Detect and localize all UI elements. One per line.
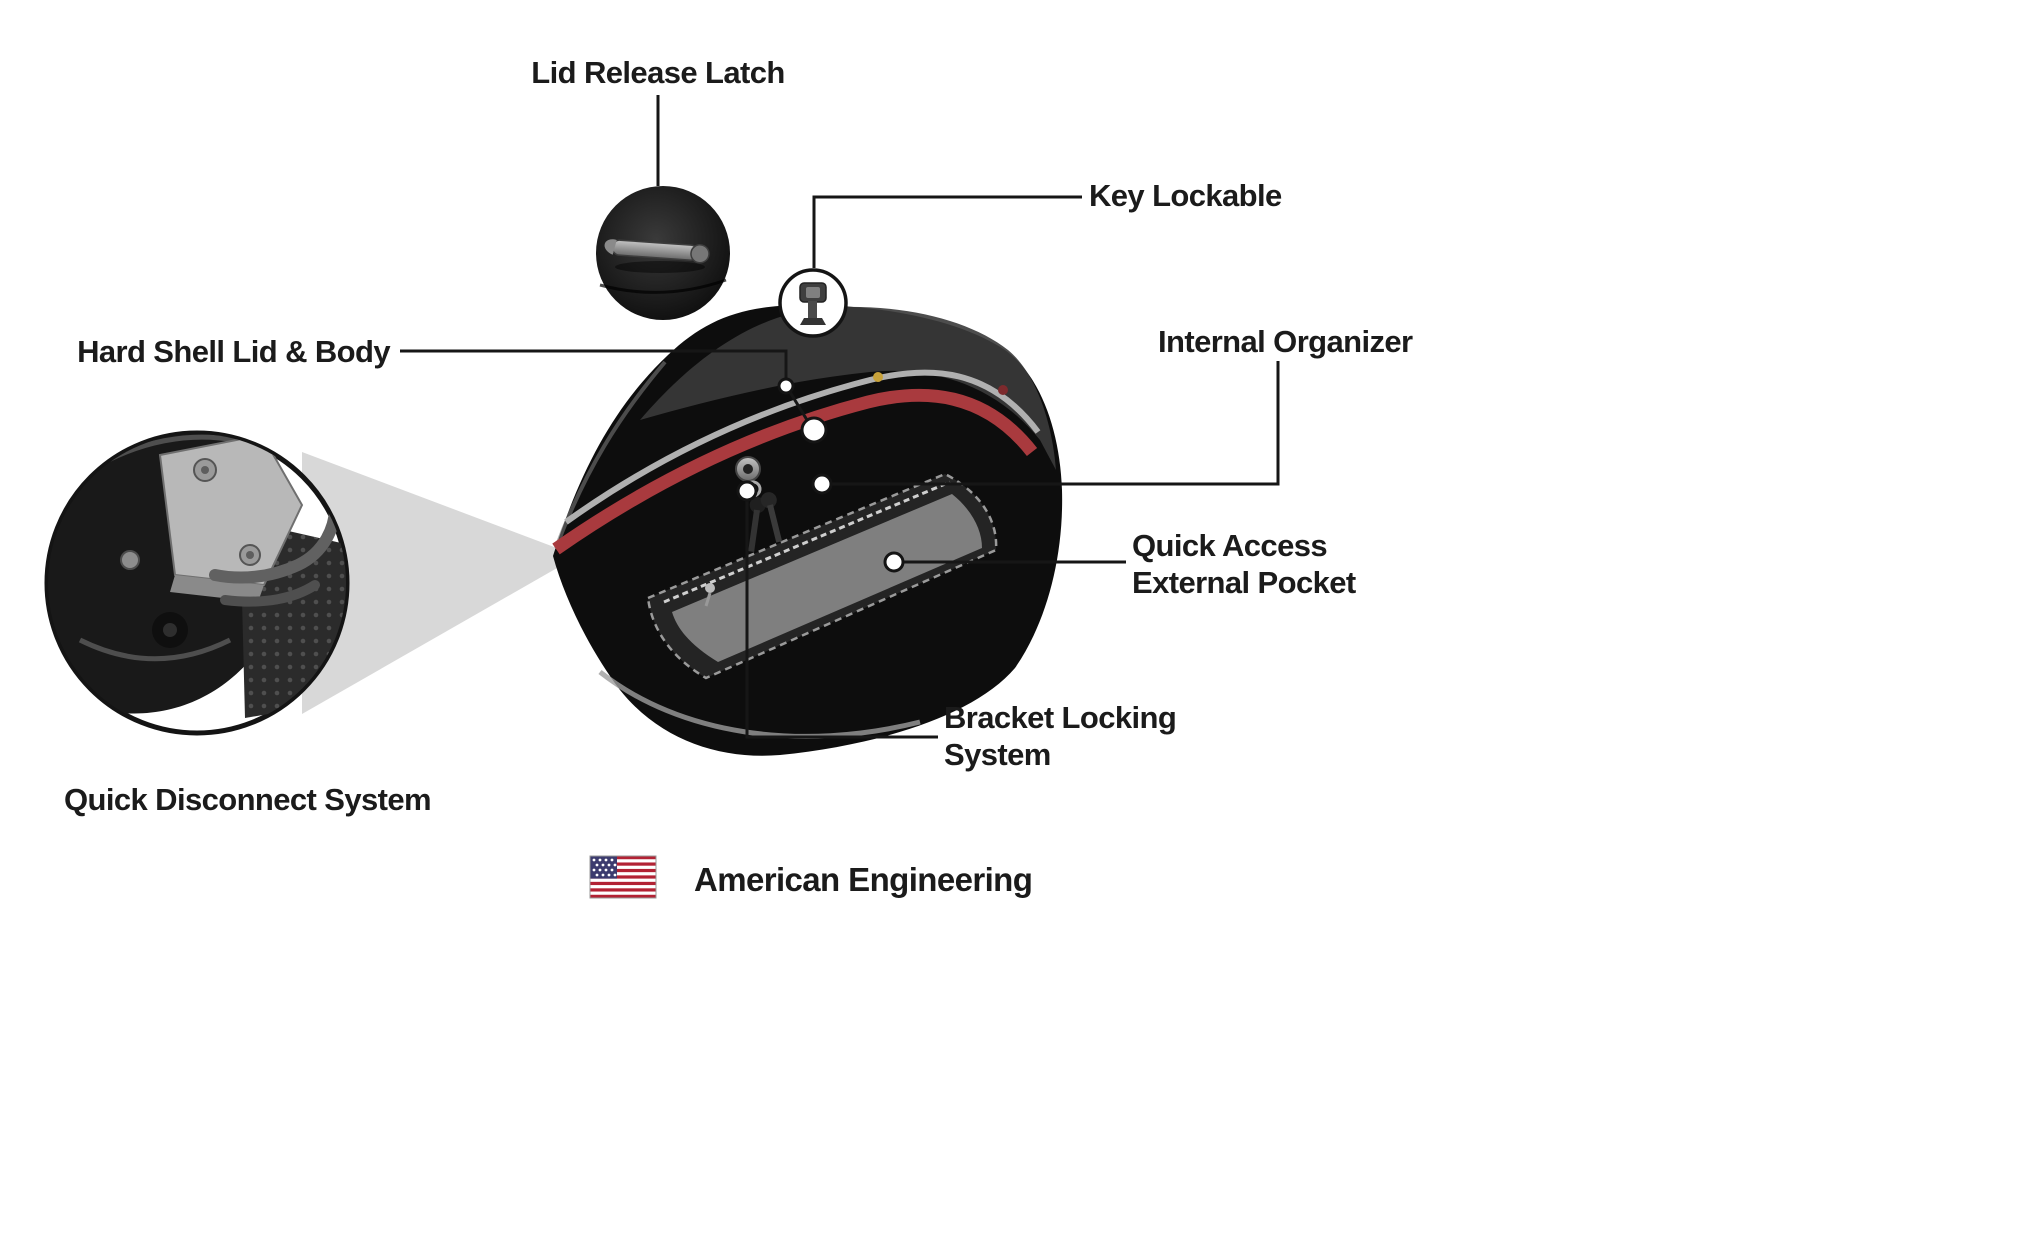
flag-canton (590, 856, 617, 879)
line-hard-shell-connector (788, 391, 809, 421)
saddlebag-illustration (552, 304, 1063, 756)
clamp-knob (152, 612, 188, 648)
line-key-lockable (812, 195, 1082, 268)
quick-disconnect-hardware (48, 434, 346, 718)
plate-bolts (120, 458, 261, 570)
label-bracket-locking-system: Bracket Locking System (944, 700, 1177, 772)
anchor-markers (736, 377, 905, 573)
lid-rivet-red (998, 385, 1008, 395)
zipper-pull (705, 583, 715, 593)
anchor-body (800, 416, 828, 444)
latch-seam (599, 278, 727, 294)
lid-sheen (640, 306, 1056, 470)
label-quick-disconnect-system: Quick Disconnect System (64, 782, 432, 817)
key-icon (799, 282, 827, 325)
mounting-plate-edge (170, 575, 264, 602)
bottom-edge-highlight (598, 670, 921, 739)
disconnect-rod-lower (220, 580, 320, 607)
flag-border (589, 855, 657, 899)
keyhole (743, 464, 753, 474)
hanging-key-2 (760, 492, 783, 543)
bag-lock-and-keys (735, 456, 783, 553)
red-trim-stripe (552, 388, 1038, 555)
line-internal-organizer (832, 361, 1280, 486)
label-key-lockable: Key Lockable (1089, 178, 1282, 213)
label-hard-shell-lid-body: Hard Shell Lid & Body (77, 334, 391, 369)
lid-rivet-gold (873, 372, 883, 382)
quick-disconnect-inset (44, 430, 350, 736)
spotlight-triangle (302, 452, 578, 714)
callout-lines (400, 95, 1280, 739)
external-pocket (646, 472, 998, 680)
latch-shadow (615, 261, 705, 273)
label-quick-access-external-pocket: Quick Access External Pocket (1132, 528, 1356, 600)
anchor-internal-organizer (811, 473, 833, 495)
pocket-panel (672, 494, 982, 662)
line-bracket-locking (745, 500, 938, 739)
line-hard-shell (400, 349, 788, 378)
latch-lever-icon (604, 239, 710, 264)
us-flag-icon (589, 855, 657, 899)
anchor-bracket-locking (736, 480, 758, 502)
label-american-engineering: American Engineering (694, 861, 1033, 898)
label-internal-organizer: Internal Organizer (1158, 324, 1413, 359)
lid-piping (564, 369, 1041, 525)
flag-stars (592, 858, 617, 877)
label-lid-release-latch: Lid Release Latch (531, 55, 785, 90)
anchor-external-pocket (883, 551, 905, 573)
edge-highlight-2 (78, 637, 232, 662)
pocket-zipper (663, 480, 951, 604)
anchor-lid (777, 377, 795, 395)
key-lockable-badge (778, 268, 848, 338)
lid-latch-inset (596, 186, 730, 320)
zipper-pull-tab (704, 592, 712, 607)
